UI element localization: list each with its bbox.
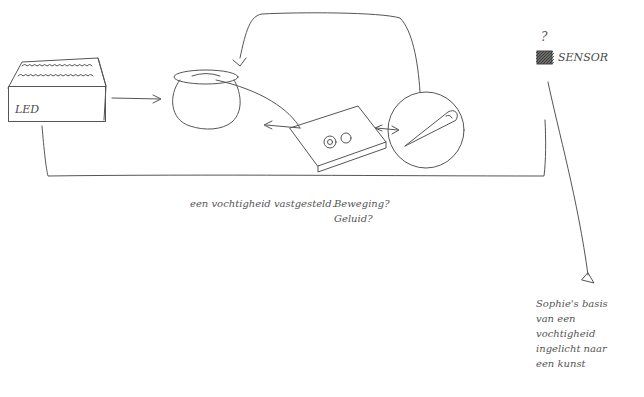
device-side bbox=[318, 142, 386, 172]
device-button bbox=[341, 133, 351, 143]
arrow-head bbox=[153, 95, 161, 103]
arrow-head bbox=[392, 126, 399, 134]
sketch-note: ? bbox=[541, 30, 555, 45]
device-body bbox=[290, 106, 386, 166]
node-text: SENSOR bbox=[558, 51, 608, 65]
leaf-vein bbox=[446, 115, 452, 118]
node-text: LED bbox=[15, 103, 39, 117]
led-box-side bbox=[98, 58, 106, 120]
led-box: LED bbox=[8, 86, 106, 122]
water-line bbox=[216, 80, 300, 128]
pot-rim bbox=[174, 70, 238, 84]
pot-body bbox=[173, 80, 241, 129]
pot-soil bbox=[192, 74, 220, 77]
arrow-head bbox=[582, 273, 594, 283]
sensor-symbol bbox=[536, 50, 554, 66]
device-button bbox=[324, 136, 336, 148]
loop-line bbox=[240, 13, 420, 92]
leaf-shape bbox=[405, 111, 457, 146]
led-box-top bbox=[8, 58, 106, 88]
sketch-note: Sophie's basis van een vochtigheid ingel… bbox=[536, 296, 628, 371]
sensor-node: SENSOR bbox=[536, 48, 606, 68]
arrow-head bbox=[233, 58, 246, 66]
arrow-head bbox=[375, 125, 382, 131]
led-dots bbox=[18, 75, 93, 77]
gauge-circle bbox=[388, 92, 464, 168]
led-dots bbox=[22, 65, 92, 67]
bracket-line bbox=[42, 120, 546, 176]
arrow-line bbox=[112, 98, 160, 99]
leader-line bbox=[548, 82, 588, 275]
arrow-head bbox=[264, 121, 272, 129]
sketch-note: Beweging? Geluid? bbox=[334, 196, 394, 226]
device-button bbox=[328, 140, 333, 145]
